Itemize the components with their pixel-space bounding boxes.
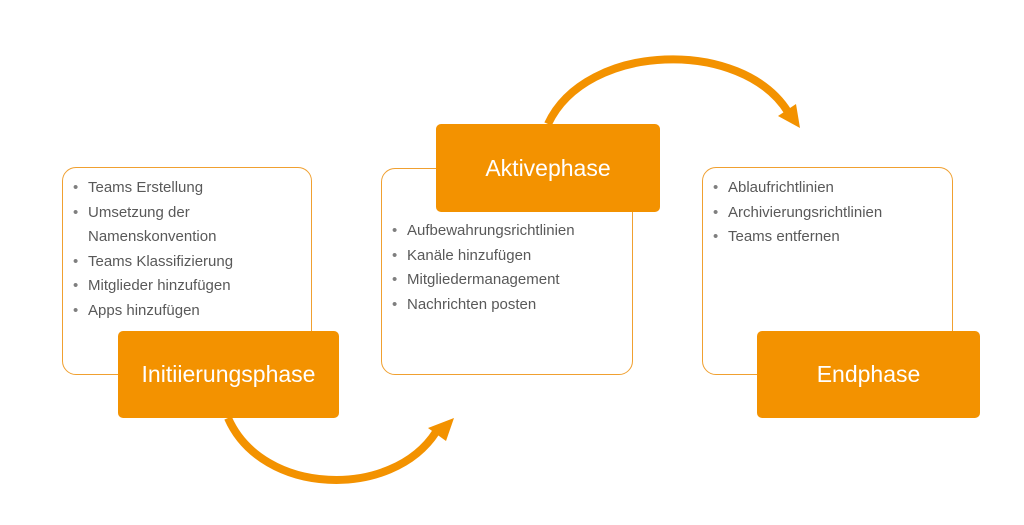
list-item: Teams entfernen — [713, 225, 943, 250]
arrowhead-to-end — [778, 104, 800, 128]
initiation-card: Teams Erstellung Umsetzung der Namenskon… — [62, 167, 312, 375]
phase-label-initiation: Initiierungsphase — [118, 331, 339, 418]
list-item: Teams Klassifizierung — [73, 250, 295, 275]
list-item: Apps hinzufügen — [73, 299, 295, 324]
arrow-active-to-end — [544, 55, 792, 126]
list-item: Kanäle hinzufügen — [392, 244, 622, 269]
list-item: Nachrichten posten — [392, 293, 622, 318]
end-task-list: Ablaufrichtlinien Archivierungsrichtlini… — [713, 176, 943, 250]
phase-label-active: Aktivephase — [436, 124, 660, 212]
list-item: Archivierungsrichtlinien — [713, 201, 943, 226]
arrow-initiation-to-active — [224, 416, 440, 484]
list-item: Teams Erstellung — [73, 176, 295, 201]
list-item: Ablaufrichtlinien — [713, 176, 943, 201]
arrowhead-to-active — [428, 418, 454, 441]
initiation-task-list: Teams Erstellung Umsetzung der Namenskon… — [73, 176, 295, 323]
end-card: Ablaufrichtlinien Archivierungsrichtlini… — [702, 167, 953, 375]
list-item: Aufbewahrungsrichtlinien — [392, 219, 622, 244]
list-item: Mitgliedermanagement — [392, 268, 622, 293]
phase-label-end: Endphase — [757, 331, 980, 418]
list-item: Mitglieder hinzufügen — [73, 274, 295, 299]
active-task-list: Aufbewahrungsrichtlinien Kanäle hinzufüg… — [392, 219, 622, 317]
list-item: Umsetzung der Namenskonvention — [73, 201, 263, 250]
